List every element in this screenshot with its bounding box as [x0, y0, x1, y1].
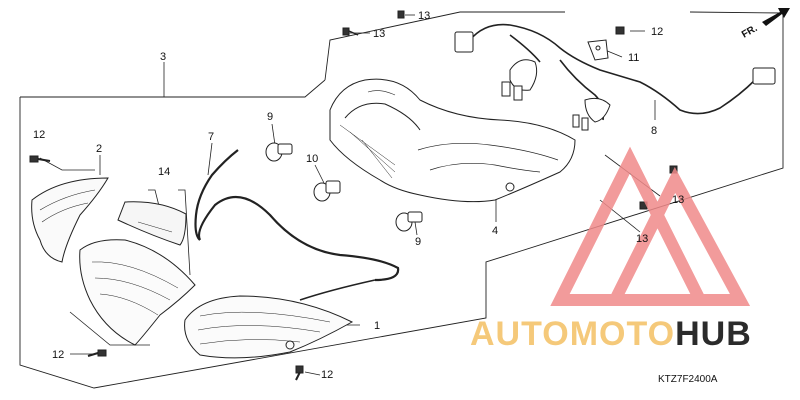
callout-9-lower: 9	[415, 236, 421, 248]
callout-13-c: 13	[672, 194, 684, 206]
front-arrow-icon	[762, 8, 790, 26]
watermark-moto: MOTO	[570, 315, 675, 353]
callout-4: 4	[492, 225, 498, 237]
screw-12-top-right	[615, 26, 625, 35]
callout-14: 14	[158, 166, 170, 178]
callout-12-bottom-left: 12	[52, 349, 64, 361]
part-14-reflector	[117, 201, 187, 246]
callout-3: 3	[160, 51, 166, 63]
watermark-auto: AUTO	[470, 315, 570, 353]
screw-12-bottom-left	[87, 349, 107, 357]
callout-12-top-right: 12	[651, 26, 663, 38]
front-direction-label: FR.	[740, 23, 760, 41]
bulb-10	[313, 180, 341, 202]
lower-lens	[79, 239, 196, 346]
callout-1: 1	[374, 320, 380, 332]
watermark-logo	[550, 146, 751, 306]
callout-10: 10	[306, 153, 318, 165]
screw-12-left	[29, 155, 51, 163]
callout-12-left: 12	[33, 129, 45, 141]
svg-text:AUTOMOTOHUB: AUTOMOTOHUB	[470, 315, 752, 353]
part-2-side-lens	[31, 177, 109, 263]
part-4-housing	[329, 78, 576, 203]
callout-labels: 1 2 3 4 7 8 9 9 10 11 12 12 12 12 13 13 …	[33, 10, 684, 381]
screw-13-b	[397, 10, 405, 19]
part-7-gasket	[194, 149, 400, 301]
watermark-text: AUTOMOTOHUB	[470, 315, 752, 353]
bulb-9-upper	[265, 142, 293, 162]
callout-9-upper: 9	[267, 111, 273, 123]
bulb-9-lower	[395, 211, 423, 232]
callout-11: 11	[628, 52, 639, 64]
callout-8: 8	[651, 125, 657, 137]
callout-13-d: 13	[636, 233, 648, 245]
callout-13-a: 13	[373, 28, 385, 40]
watermark-hub: HUB	[675, 315, 752, 353]
callout-7: 7	[208, 131, 214, 143]
part-11-bracket	[587, 39, 609, 61]
callout-2: 2	[96, 143, 102, 155]
callout-13-b: 13	[418, 10, 430, 22]
harness-connectors	[454, 31, 776, 131]
screw-12-bottom	[295, 365, 304, 381]
callout-12-bottom: 12	[321, 369, 333, 381]
assembly-frame	[19, 11, 784, 389]
diagram-code: KTZ7F2400A	[658, 374, 718, 385]
part-1-outer-lens	[184, 295, 354, 359]
screw-13-a	[342, 27, 359, 36]
